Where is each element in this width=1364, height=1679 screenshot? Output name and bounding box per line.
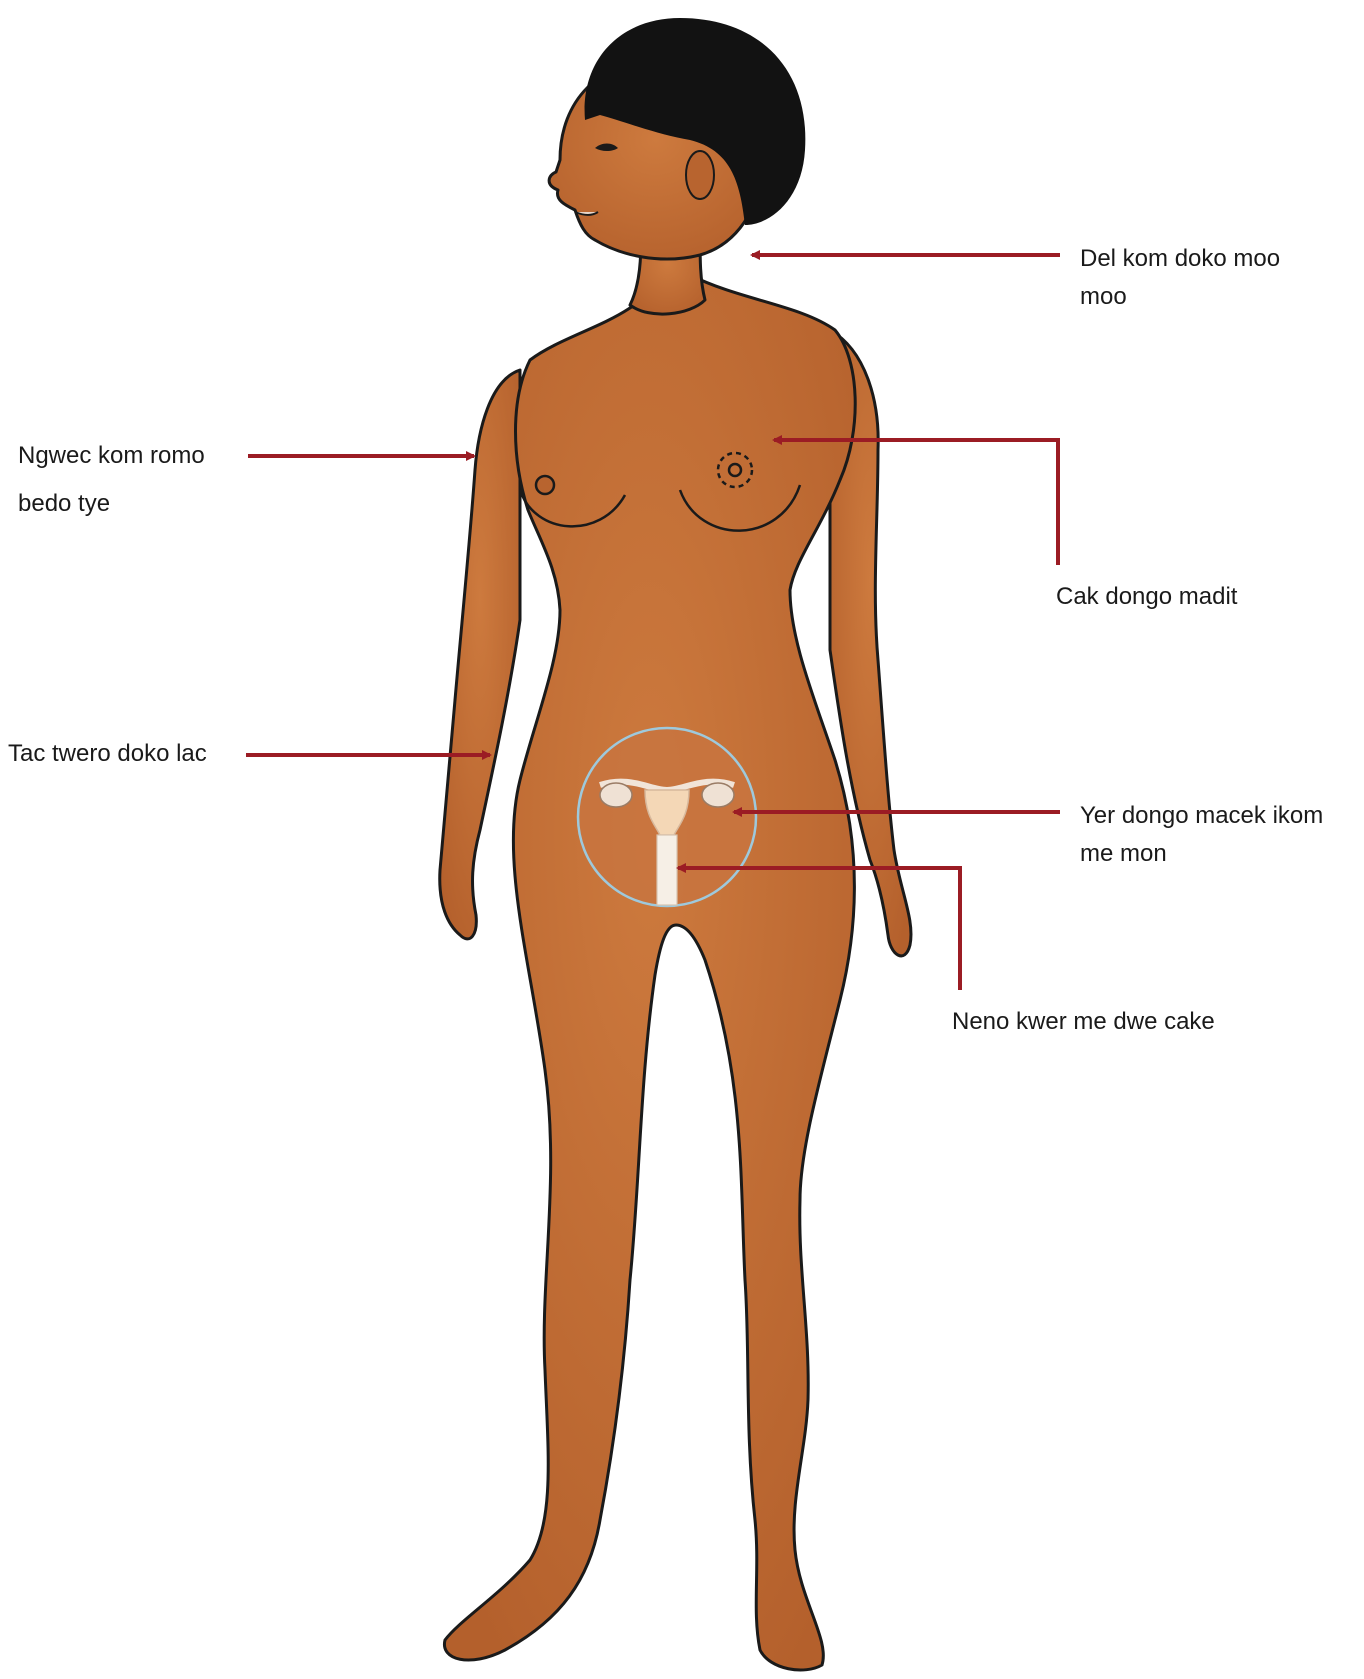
label-breast: Cak dongo madit (1056, 578, 1237, 616)
label-breast-line1: Cak dongo madit (1056, 578, 1237, 616)
label-armpit-line1: Ngwec kom romo (18, 432, 205, 480)
reproductive-organs-inset (578, 728, 756, 906)
label-hips: Tac twero doko lac (8, 735, 207, 773)
label-uterus-line1: Neno kwer me dwe cake (952, 1003, 1215, 1041)
ear (686, 151, 714, 199)
label-ovaries-line1: Yer dongo macek ikom (1080, 797, 1323, 835)
label-neck: Del kom doko moo moo (1080, 240, 1280, 317)
label-armpit-line2: bedo tye (18, 480, 205, 528)
label-neck-line2: moo (1080, 278, 1280, 316)
label-ovaries: Yer dongo macek ikom me mon (1080, 797, 1323, 874)
label-neck-line1: Del kom doko moo (1080, 240, 1280, 278)
label-uterus: Neno kwer me dwe cake (952, 1003, 1215, 1041)
label-hips-line1: Tac twero doko lac (8, 735, 207, 773)
label-armpit: Ngwec kom romo bedo tye (18, 432, 205, 528)
label-ovaries-line2: me mon (1080, 835, 1323, 873)
